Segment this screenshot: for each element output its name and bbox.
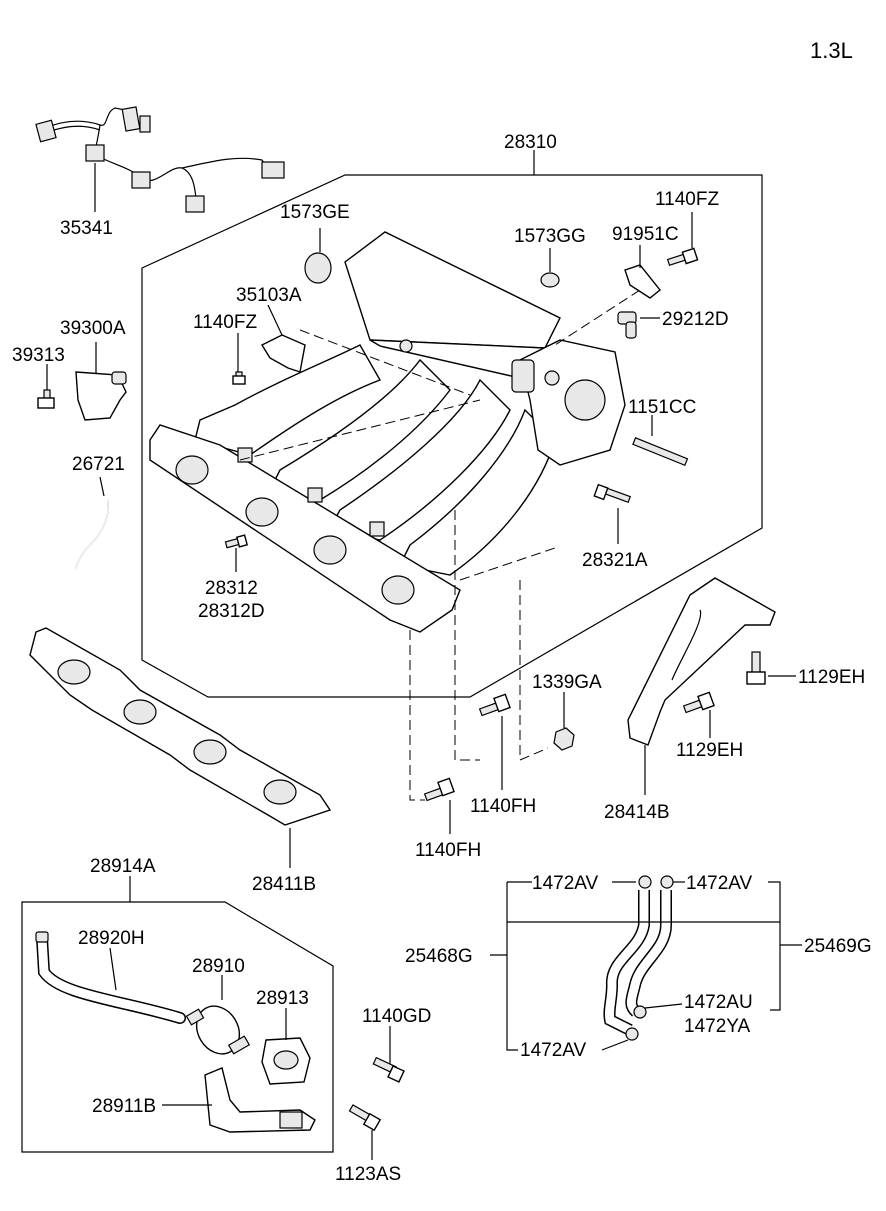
bolt-1140fz-left bbox=[232, 371, 246, 385]
gasket-28411b-part-number: 28411B bbox=[252, 874, 316, 895]
engine-variant-label: 1.3L bbox=[810, 38, 853, 63]
holder-28913 bbox=[261, 1037, 311, 1085]
bolt-1129eh-upper-part-number: 1129EH bbox=[798, 667, 865, 688]
bolt-39313-part-number: 39313 bbox=[12, 345, 65, 366]
plug-1573gg bbox=[540, 272, 560, 288]
hose-25469g-part-number: 25469G bbox=[804, 936, 872, 957]
fitting-29212d-part-number: 29212D bbox=[662, 309, 729, 330]
hose-28920h bbox=[35, 931, 186, 1024]
valve-28910-part-number: 28910 bbox=[192, 956, 245, 977]
bolt-1123as-part-number: 1123AS bbox=[335, 1164, 401, 1185]
bolt-28312d-part-number: 28312D bbox=[198, 601, 265, 622]
manifold-assembly-boundary bbox=[141, 174, 763, 698]
bracket-28911b bbox=[204, 1067, 316, 1133]
bolt-28312 bbox=[224, 534, 249, 549]
bracket-28911b-part-number: 28911B bbox=[92, 1096, 156, 1117]
bolt-1140fh-lower-part-number: 1140FH bbox=[415, 840, 481, 861]
water-hoses bbox=[603, 875, 674, 1041]
bolt-1140fz-top bbox=[666, 247, 699, 267]
bolt-1140fh-upper bbox=[478, 693, 511, 717]
clamp-1472av-a-part-number: 1472AV bbox=[532, 873, 599, 894]
bolt-1129eh-upper bbox=[746, 651, 766, 685]
gasket-28411b bbox=[29, 627, 332, 826]
bolt-1140fz-left-part-number: 1140FZ bbox=[193, 312, 257, 333]
bracket-91951c-part-number: 91951C bbox=[612, 224, 679, 245]
stay-28414b bbox=[627, 577, 776, 746]
bolt-1129eh-lower-part-number: 1129EH bbox=[676, 740, 743, 761]
plug-1573gg-part-number: 1573GG bbox=[514, 226, 586, 247]
clamp-1472av-c-part-number: 1472AV bbox=[520, 1040, 587, 1061]
sensor-39300a bbox=[75, 371, 127, 421]
stay-28414b-part-number: 28414B bbox=[604, 802, 670, 823]
valve-assy-28914a-part-number: 28914A bbox=[90, 856, 156, 877]
holder-28913-part-number: 28913 bbox=[256, 988, 309, 1009]
fitting-29212d bbox=[617, 311, 637, 339]
bracket-35103a-part-number: 35103A bbox=[236, 285, 302, 306]
bolt-1140fh-upper-part-number: 1140FH bbox=[470, 796, 536, 817]
stud-1151cc bbox=[632, 437, 689, 467]
bracket-91951c bbox=[624, 264, 661, 299]
bolt-28312-part-number: 28312 bbox=[205, 578, 258, 599]
bolt-28321a bbox=[593, 483, 632, 504]
plug-1573ge bbox=[304, 252, 332, 284]
sensor-39300a-part-number: 39300A bbox=[60, 318, 126, 339]
nut-1339ga-part-number: 1339GA bbox=[532, 672, 602, 693]
bolt-1140gd-part-number: 1140GD bbox=[362, 1006, 431, 1027]
harness-part-number: 35341 bbox=[60, 218, 113, 239]
intake-manifold bbox=[149, 231, 626, 633]
bolt-39313 bbox=[37, 389, 55, 409]
plug-1573ge-part-number: 1573GE bbox=[280, 202, 350, 223]
stud-1151cc-part-number: 1151CC bbox=[628, 397, 696, 418]
hose-28920h-part-number: 28920H bbox=[78, 928, 145, 949]
manifold-assembly-part-number: 28310 bbox=[504, 132, 557, 153]
wiring-harness bbox=[35, 106, 285, 213]
bolt-28321a-part-number: 28321A bbox=[582, 550, 648, 571]
hose-26721 bbox=[75, 499, 109, 569]
clamp-1472au-part-number: 1472AU bbox=[684, 992, 753, 1013]
clamp-1472av-b-part-number: 1472AV bbox=[686, 873, 753, 894]
bolt-1129eh-lower bbox=[682, 691, 715, 714]
bolt-1123as bbox=[348, 1104, 382, 1132]
bracket-35103a bbox=[261, 334, 306, 373]
hose-26721-part-number: 26721 bbox=[72, 454, 125, 475]
bolt-1140fz-top-part-number: 1140FZ bbox=[655, 189, 719, 210]
nut-1339ga bbox=[553, 727, 575, 751]
pcsv-assembly-boundary bbox=[21, 901, 334, 1153]
bolt-1140fh-lower bbox=[423, 777, 455, 802]
bolt-1140gd bbox=[372, 1056, 405, 1083]
hose-25468g-part-number: 25468G bbox=[405, 946, 473, 967]
valve-28910 bbox=[185, 1005, 251, 1055]
clamp-1472ya-part-number: 1472YA bbox=[684, 1016, 751, 1037]
